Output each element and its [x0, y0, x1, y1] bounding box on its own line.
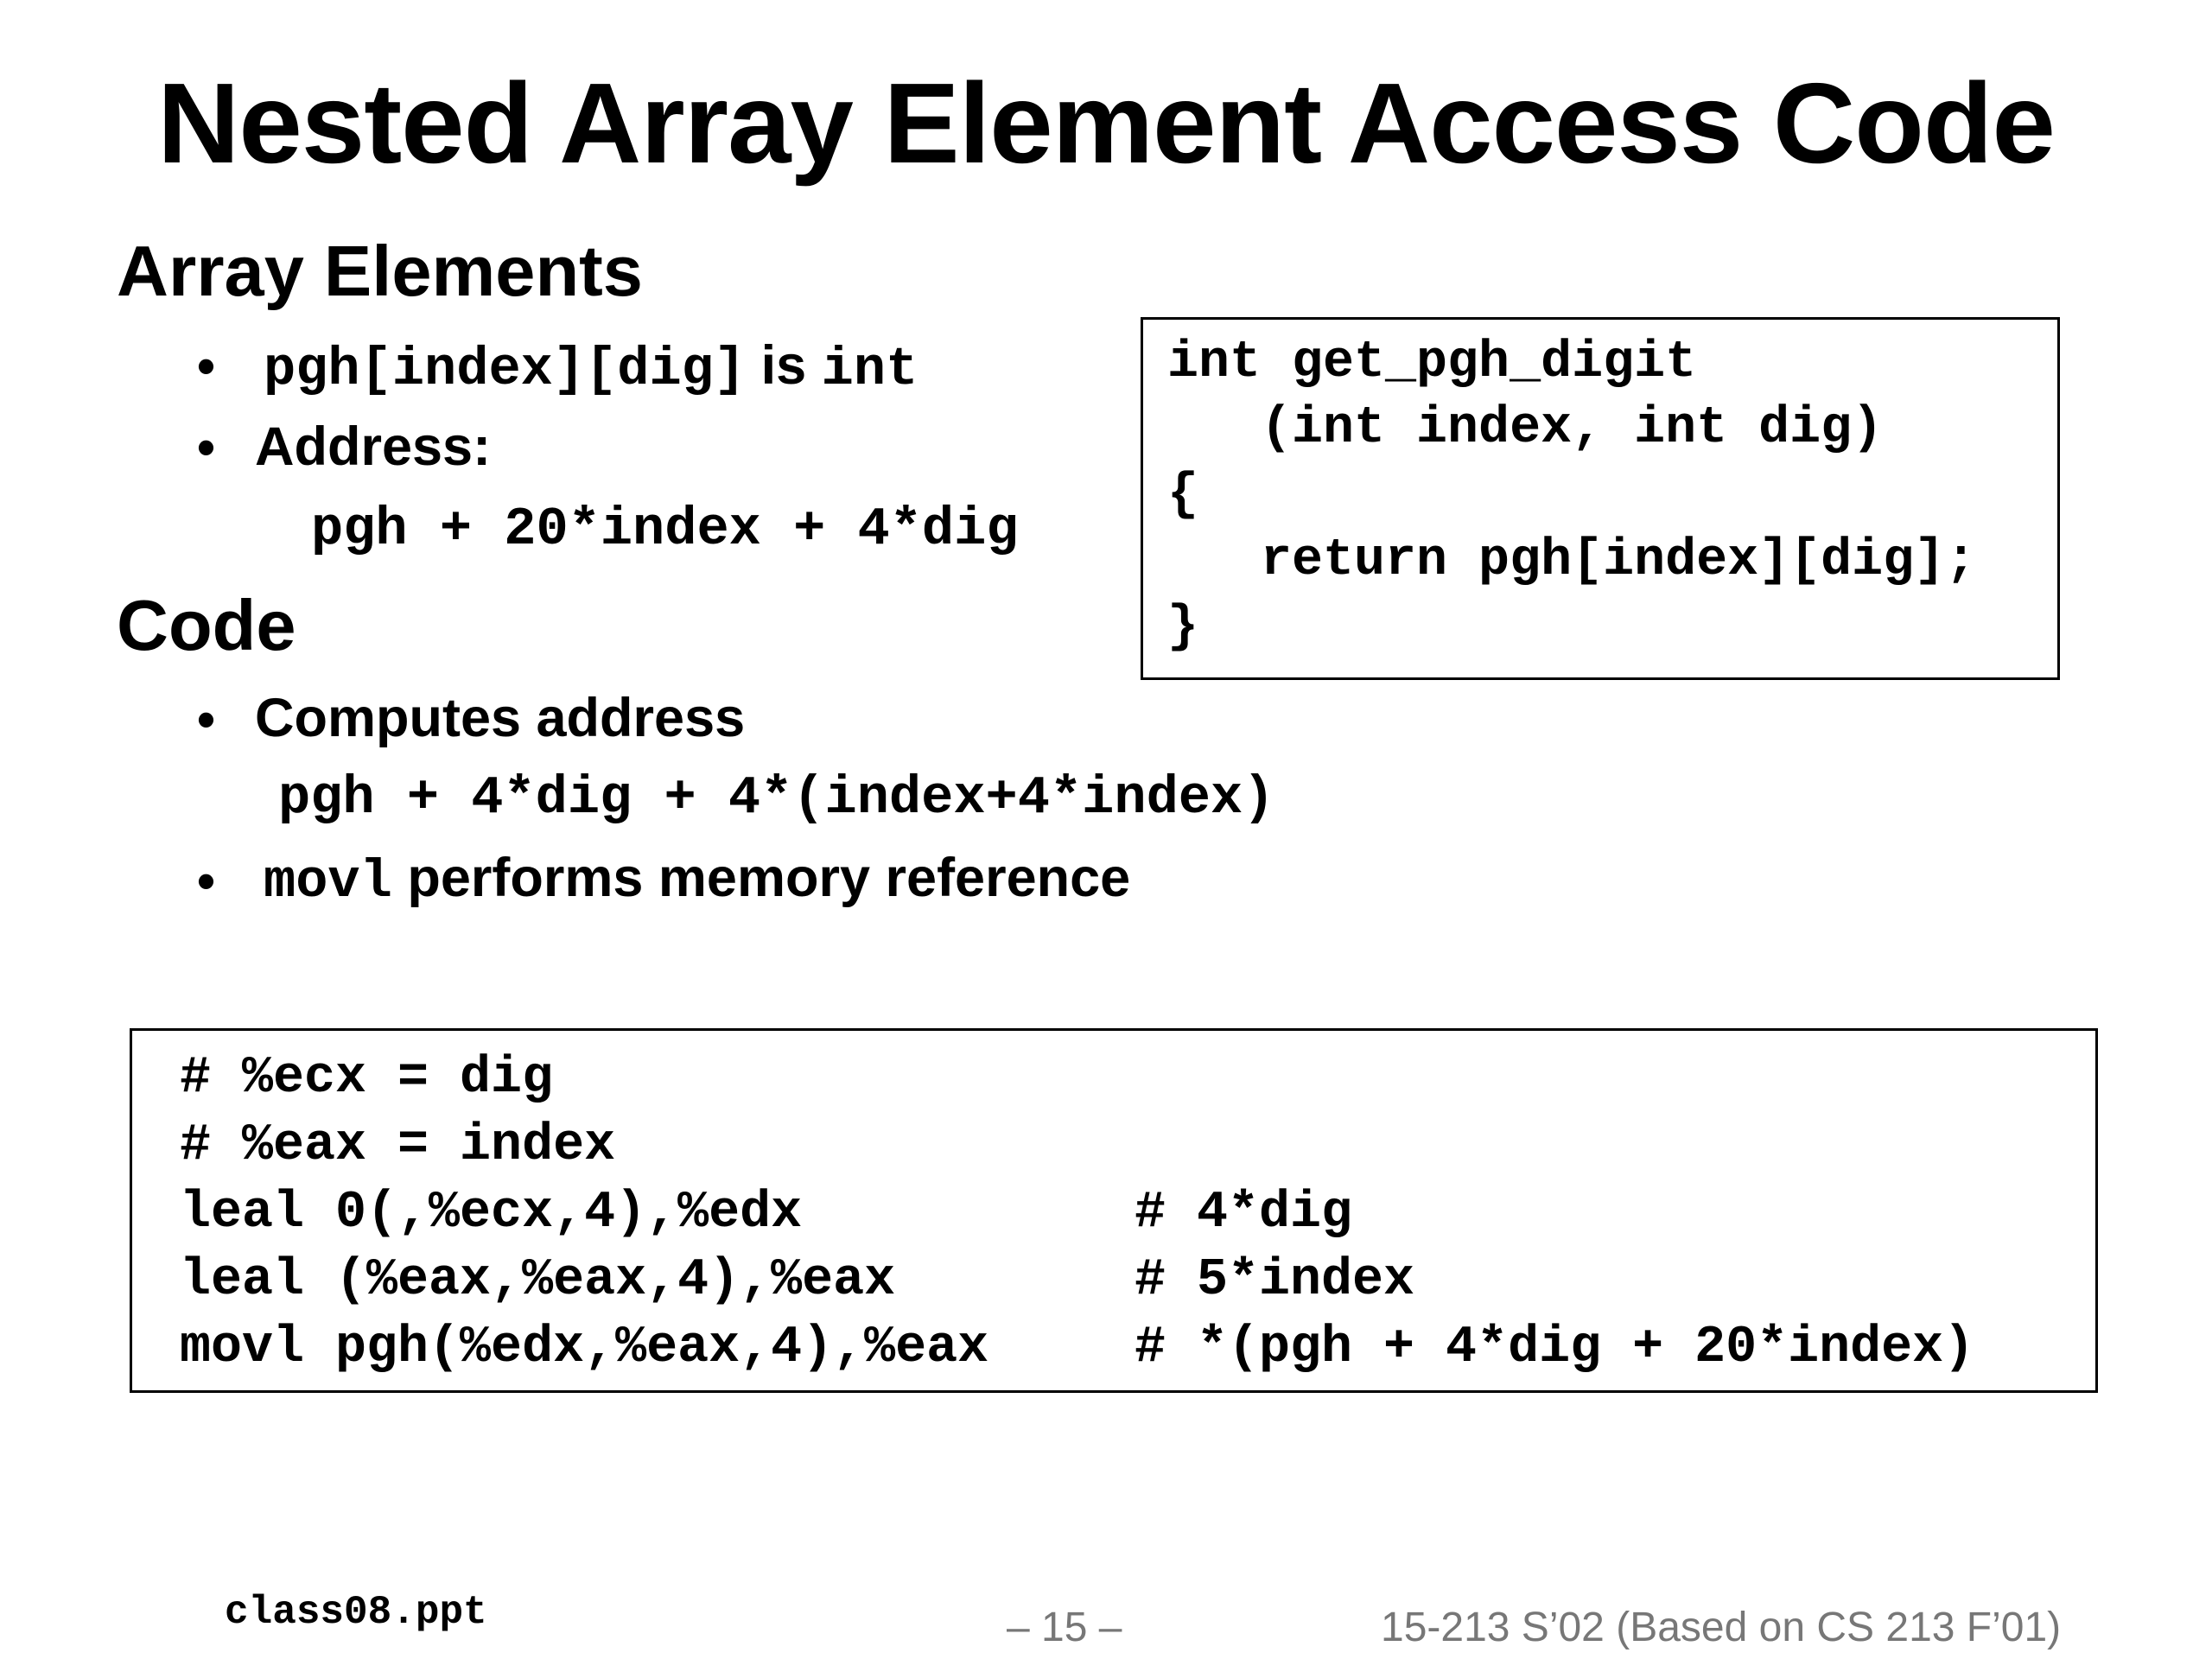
c-line-4: return pgh[index][dig];	[1167, 531, 1977, 590]
bullet-text-memory-reference: performs memory reference	[391, 848, 1131, 908]
compute-expression: pgh + 4*dig + 4*(index+4*index)	[278, 767, 1275, 829]
bullet-pgh-type: pgh[index][dig] is int	[264, 339, 918, 397]
c-line-3: {	[1167, 466, 1199, 524]
address-expression: pgh + 20*index + 4*dig	[311, 499, 1019, 560]
asm-line-4-instr: leal (%eax,%eax,4),%eax	[180, 1251, 896, 1310]
asm-line-4-comment: # 5*index	[1135, 1251, 1415, 1310]
bullet-dot: •	[197, 852, 216, 910]
bullet-text-is: is	[746, 335, 822, 396]
asm-line-3-comment: # 4*dig	[1135, 1184, 1353, 1243]
bullet-address-label: Address:	[255, 416, 492, 477]
code-int: int	[821, 339, 918, 400]
footer-course: 15-213 S’02 (Based on CS 213 F’01)	[1381, 1605, 2062, 1650]
bullet-dot: •	[197, 418, 216, 476]
code-pgh-index-dig: pgh[index][dig]	[264, 339, 747, 400]
section-heading-array-elements: Array Elements	[117, 231, 643, 311]
section-heading-code: Code	[117, 585, 296, 665]
footer-filename: class08.ppt	[225, 1590, 487, 1635]
asm-line-5-comment: # *(pgh + 4*dig + 20*index)	[1135, 1319, 1975, 1377]
c-line-2: (int index, int dig)	[1167, 399, 1884, 458]
c-function-box: int get_pgh_digit (int index, int dig) {…	[1141, 317, 2060, 680]
asm-line-3-instr: leal 0(,%ecx,4),%edx	[180, 1184, 803, 1243]
bullet-computes-address: Computes address	[255, 688, 746, 748]
asm-line-2-instr: # %eax = index	[180, 1116, 616, 1175]
code-movl: movl	[264, 851, 392, 912]
asm-line-1-instr: # %ecx = dig	[180, 1049, 554, 1108]
c-line-1: int get_pgh_digit	[1167, 334, 1697, 392]
bullet-dot: •	[197, 337, 216, 395]
footer-page-number: – 15 –	[1007, 1605, 1122, 1650]
bullet-dot: •	[197, 690, 216, 748]
asm-code-box: # %ecx = dig # %eax = index leal 0(,%ecx…	[130, 1028, 2098, 1393]
slide-title: Nested Array Element Access Code	[157, 60, 2056, 187]
c-line-5: }	[1167, 598, 1199, 657]
bullet-movl: movl performs memory reference	[264, 851, 1130, 909]
asm-line-5-instr: movl pgh(%edx,%eax,4),%eax	[180, 1319, 989, 1377]
